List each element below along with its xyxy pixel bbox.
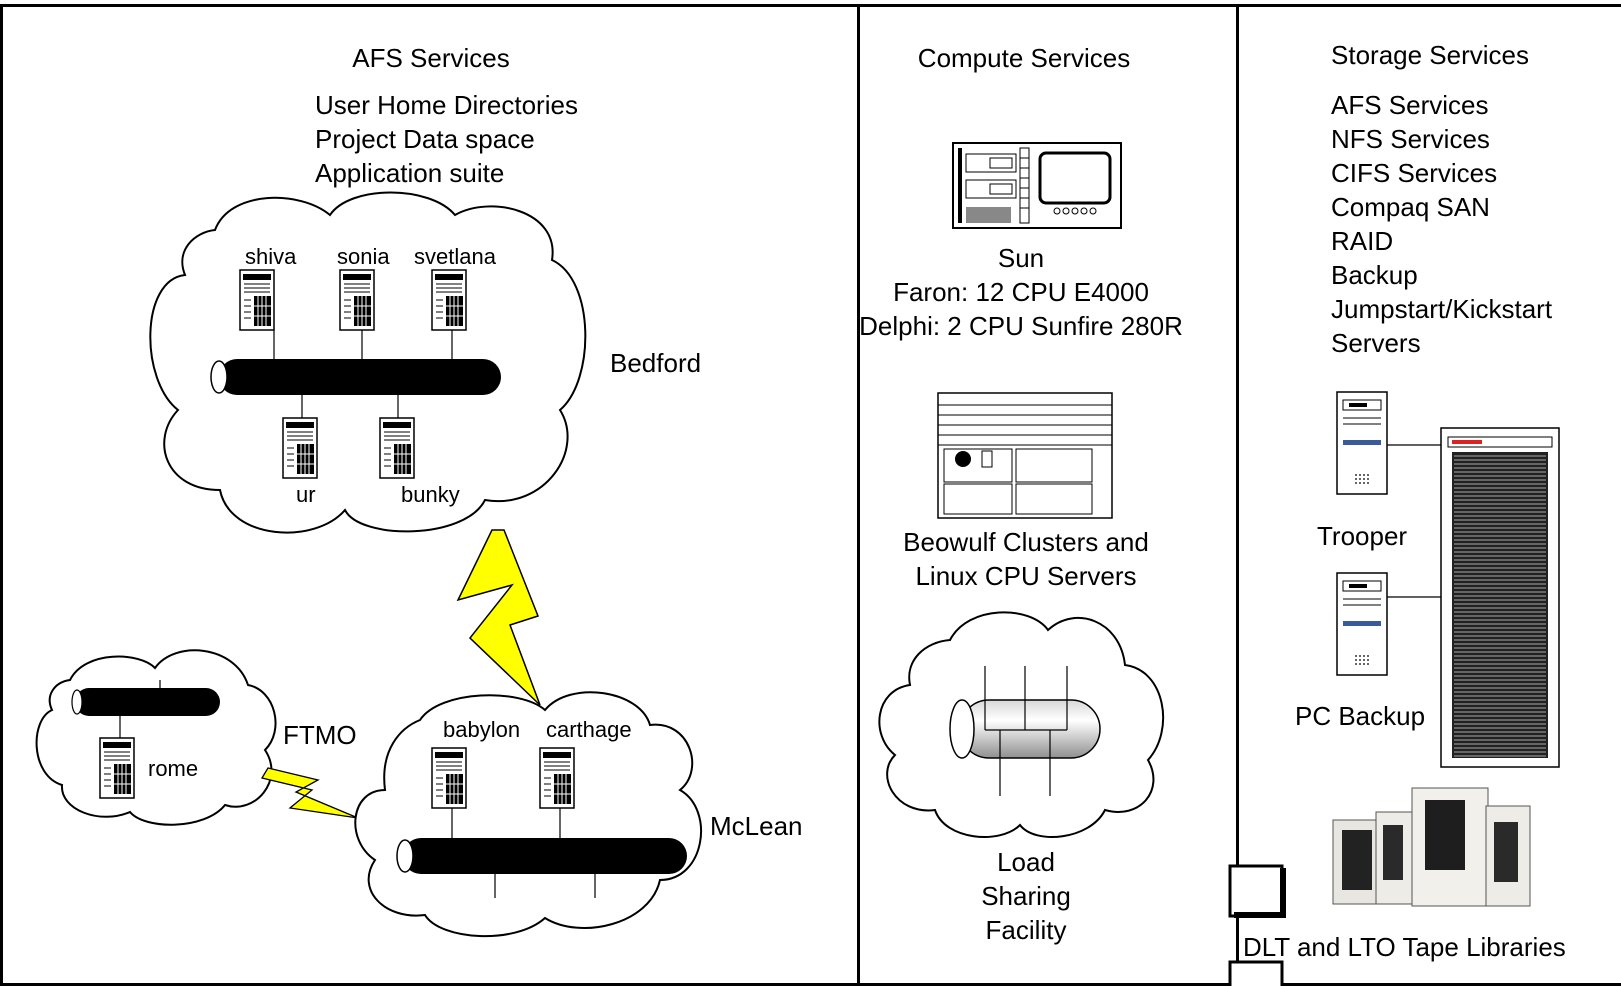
storage-feature: Backup	[1331, 260, 1418, 290]
bedford-backbone	[210, 359, 501, 395]
site-label-bedford: Bedford	[610, 348, 702, 378]
server-babylon-icon	[431, 747, 467, 809]
server-bunky-icon	[379, 417, 415, 479]
ftmo-link-lightning-icon	[260, 767, 359, 819]
placeholder-frame-icon	[1228, 864, 1286, 986]
afs-features: User Home Directories Project Data space…	[315, 88, 578, 190]
afs-feature: Application suite	[315, 158, 505, 188]
trooper-server-icon	[1336, 391, 1388, 495]
ftmo-cloud	[35, 649, 277, 826]
lsf-caption-line: Facility	[985, 915, 1067, 945]
server-ur-icon	[282, 417, 318, 479]
afs-feature: User Home Directories	[315, 90, 578, 120]
storage-features: AFS Services NFS Services CIFS Services …	[1331, 88, 1552, 360]
storage-feature: RAID	[1331, 226, 1394, 256]
server-label-babylon: babylon	[443, 717, 521, 742]
server-sonia-icon	[339, 269, 375, 331]
storage-feature: Jumpstart/Kickstart	[1331, 294, 1553, 324]
server-svetlana-icon	[431, 269, 467, 331]
beowulf-caption-line: Beowulf Clusters and	[903, 527, 1149, 557]
sun-caption-line: Sun	[997, 243, 1045, 273]
storage-feature: Servers	[1331, 328, 1421, 358]
site-label-ftmo: FTMO	[283, 720, 357, 750]
tape-libraries-label: DLT and LTO Tape Libraries	[1243, 932, 1566, 962]
lsf-caption-line: Load	[997, 847, 1055, 877]
compaq-san-rack-icon	[1440, 427, 1560, 768]
afs-feature: Project Data space	[315, 124, 535, 154]
tape-libraries-icon	[1332, 787, 1531, 907]
afs-title: AFS Services	[352, 43, 510, 73]
server-shiva-icon	[239, 269, 275, 331]
compute-title: Compute Services	[917, 43, 1131, 73]
bedford-links	[273, 330, 453, 418]
ftmo-backbone	[71, 688, 220, 716]
beowulf-chassis-icon	[937, 392, 1113, 519]
storage-feature: AFS Services	[1331, 90, 1489, 120]
sun-caption-line: Faron: 12 CPU E4000	[893, 277, 1149, 307]
lsf-backbone	[949, 699, 1101, 759]
trooper-label: Trooper	[1317, 521, 1408, 551]
beowulf-caption-line: Linux CPU Servers	[915, 561, 1137, 591]
storage-feature: Compaq SAN	[1331, 192, 1490, 222]
sun-server-icon	[952, 142, 1122, 229]
pc-backup-label: PC Backup	[1295, 701, 1426, 731]
storage-feature: NFS Services	[1331, 124, 1490, 154]
server-label-sonia: sonia	[337, 244, 390, 269]
server-rome-icon	[99, 737, 135, 799]
storage-title: Storage Services	[1331, 40, 1529, 70]
mclean-cloud	[354, 691, 702, 938]
server-label-rome: rome	[148, 756, 199, 781]
wan-link-lightning-icon	[456, 529, 541, 706]
pc-backup-server-icon	[1336, 572, 1388, 676]
server-label-svetlana: svetlana	[414, 244, 496, 269]
server-carthage-icon	[539, 747, 575, 809]
server-label-ur: ur	[296, 482, 316, 507]
storage-panel	[1236, 4, 1621, 986]
server-label-bunky: bunky	[401, 482, 460, 507]
sun-caption: Sun Faron: 12 CPU E4000 Delphi: 2 CPU Su…	[856, 241, 1186, 343]
site-label-mclean: McLean	[710, 811, 803, 841]
server-label-shiva: shiva	[245, 244, 297, 269]
mclean-backbone	[396, 838, 687, 874]
beowulf-caption: Beowulf Clusters and Linux CPU Servers	[866, 525, 1186, 593]
server-label-carthage: carthage	[546, 717, 632, 742]
storage-feature: CIFS Services	[1331, 158, 1498, 188]
lsf-caption: Load Sharing Facility	[966, 845, 1086, 947]
sun-caption-line: Delphi: 2 CPU Sunfire 280R	[859, 311, 1183, 341]
lsf-caption-line: Sharing	[981, 881, 1071, 911]
